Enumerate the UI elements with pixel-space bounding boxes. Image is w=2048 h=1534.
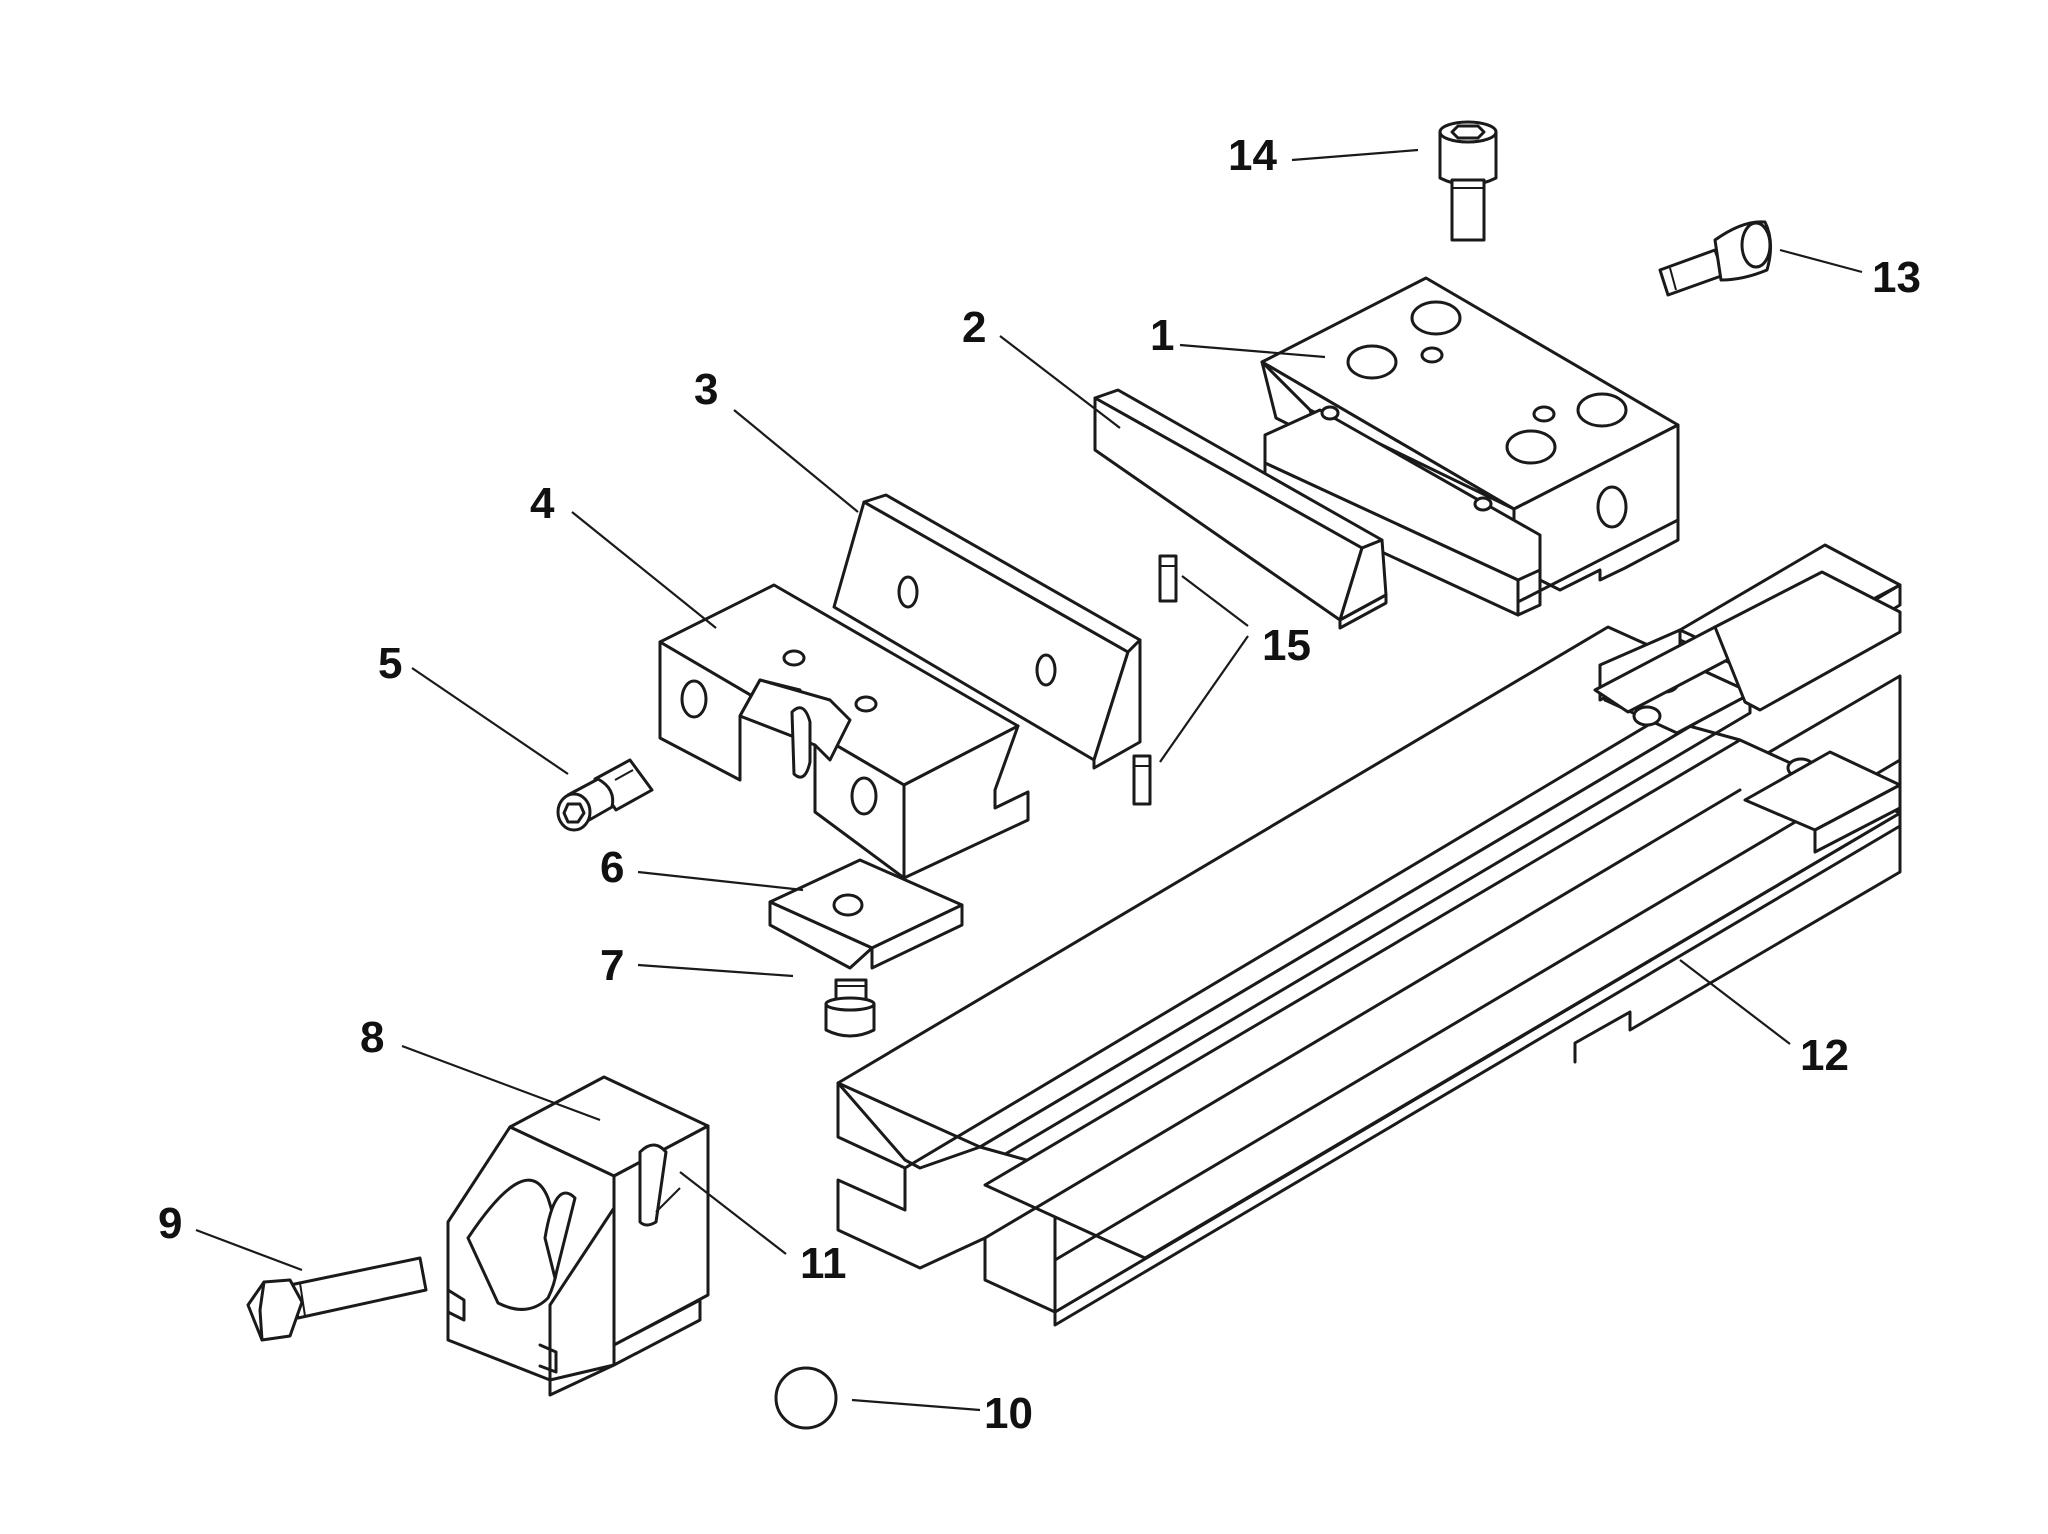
part-7-set-screw <box>824 978 876 1038</box>
leader-lines <box>195 148 1863 1412</box>
callout-3: 3 <box>694 365 718 414</box>
leader-13 <box>1779 248 1863 274</box>
callout-7: 7 <box>600 941 624 990</box>
part-9-hex-bolt <box>246 1256 428 1342</box>
leader-10 <box>851 1398 981 1412</box>
part-5-socket-screw <box>556 758 654 832</box>
leader-11 <box>679 1171 787 1255</box>
callout-4: 4 <box>530 479 555 528</box>
leader-15b <box>1159 635 1249 763</box>
part-13-socket-screw <box>1658 220 1772 297</box>
part-3-jaw-plate <box>832 493 1142 770</box>
leader-1 <box>1179 343 1326 359</box>
part-2-gib-strip <box>1093 388 1388 630</box>
callout-5: 5 <box>378 639 402 688</box>
leader-6 <box>637 870 804 892</box>
callout-14: 14 <box>1228 131 1277 180</box>
callout-8: 8 <box>360 1013 384 1062</box>
callout-9: 9 <box>158 1199 182 1248</box>
leader-9 <box>195 1228 303 1272</box>
leader-14 <box>1291 148 1419 162</box>
callout-10: 10 <box>984 1389 1033 1438</box>
leader-4 <box>571 511 717 629</box>
callout-11: 11 <box>800 1239 847 1288</box>
part-1-jaw-block <box>1260 276 1680 617</box>
part-15-set-screws <box>1132 554 1178 806</box>
leader-5 <box>411 667 569 775</box>
part-10-ball <box>774 1366 838 1430</box>
part-8-end-block <box>446 1075 710 1397</box>
part-12-base-rail <box>836 543 1902 1327</box>
callout-6: 6 <box>600 843 624 892</box>
leader-12 <box>1679 959 1791 1045</box>
leader-7 <box>637 963 794 978</box>
leader-8 <box>401 1044 601 1122</box>
callout-13: 13 <box>1872 253 1921 302</box>
leader-15a <box>1181 575 1249 627</box>
callout-1: 1 <box>1150 311 1174 360</box>
leader-3 <box>733 409 859 513</box>
part-6-clamp-plate <box>768 858 964 970</box>
leader-2 <box>999 335 1121 429</box>
callout-2: 2 <box>962 303 986 352</box>
callout-15: 15 <box>1262 621 1311 670</box>
callout-12: 12 <box>1800 1031 1849 1080</box>
part-4-jaw-carrier <box>658 583 1030 880</box>
part-14-socket-screw <box>1438 120 1498 242</box>
callout-numbers: 1 2 3 4 5 6 7 8 9 10 11 12 13 14 15 <box>158 131 1921 1438</box>
